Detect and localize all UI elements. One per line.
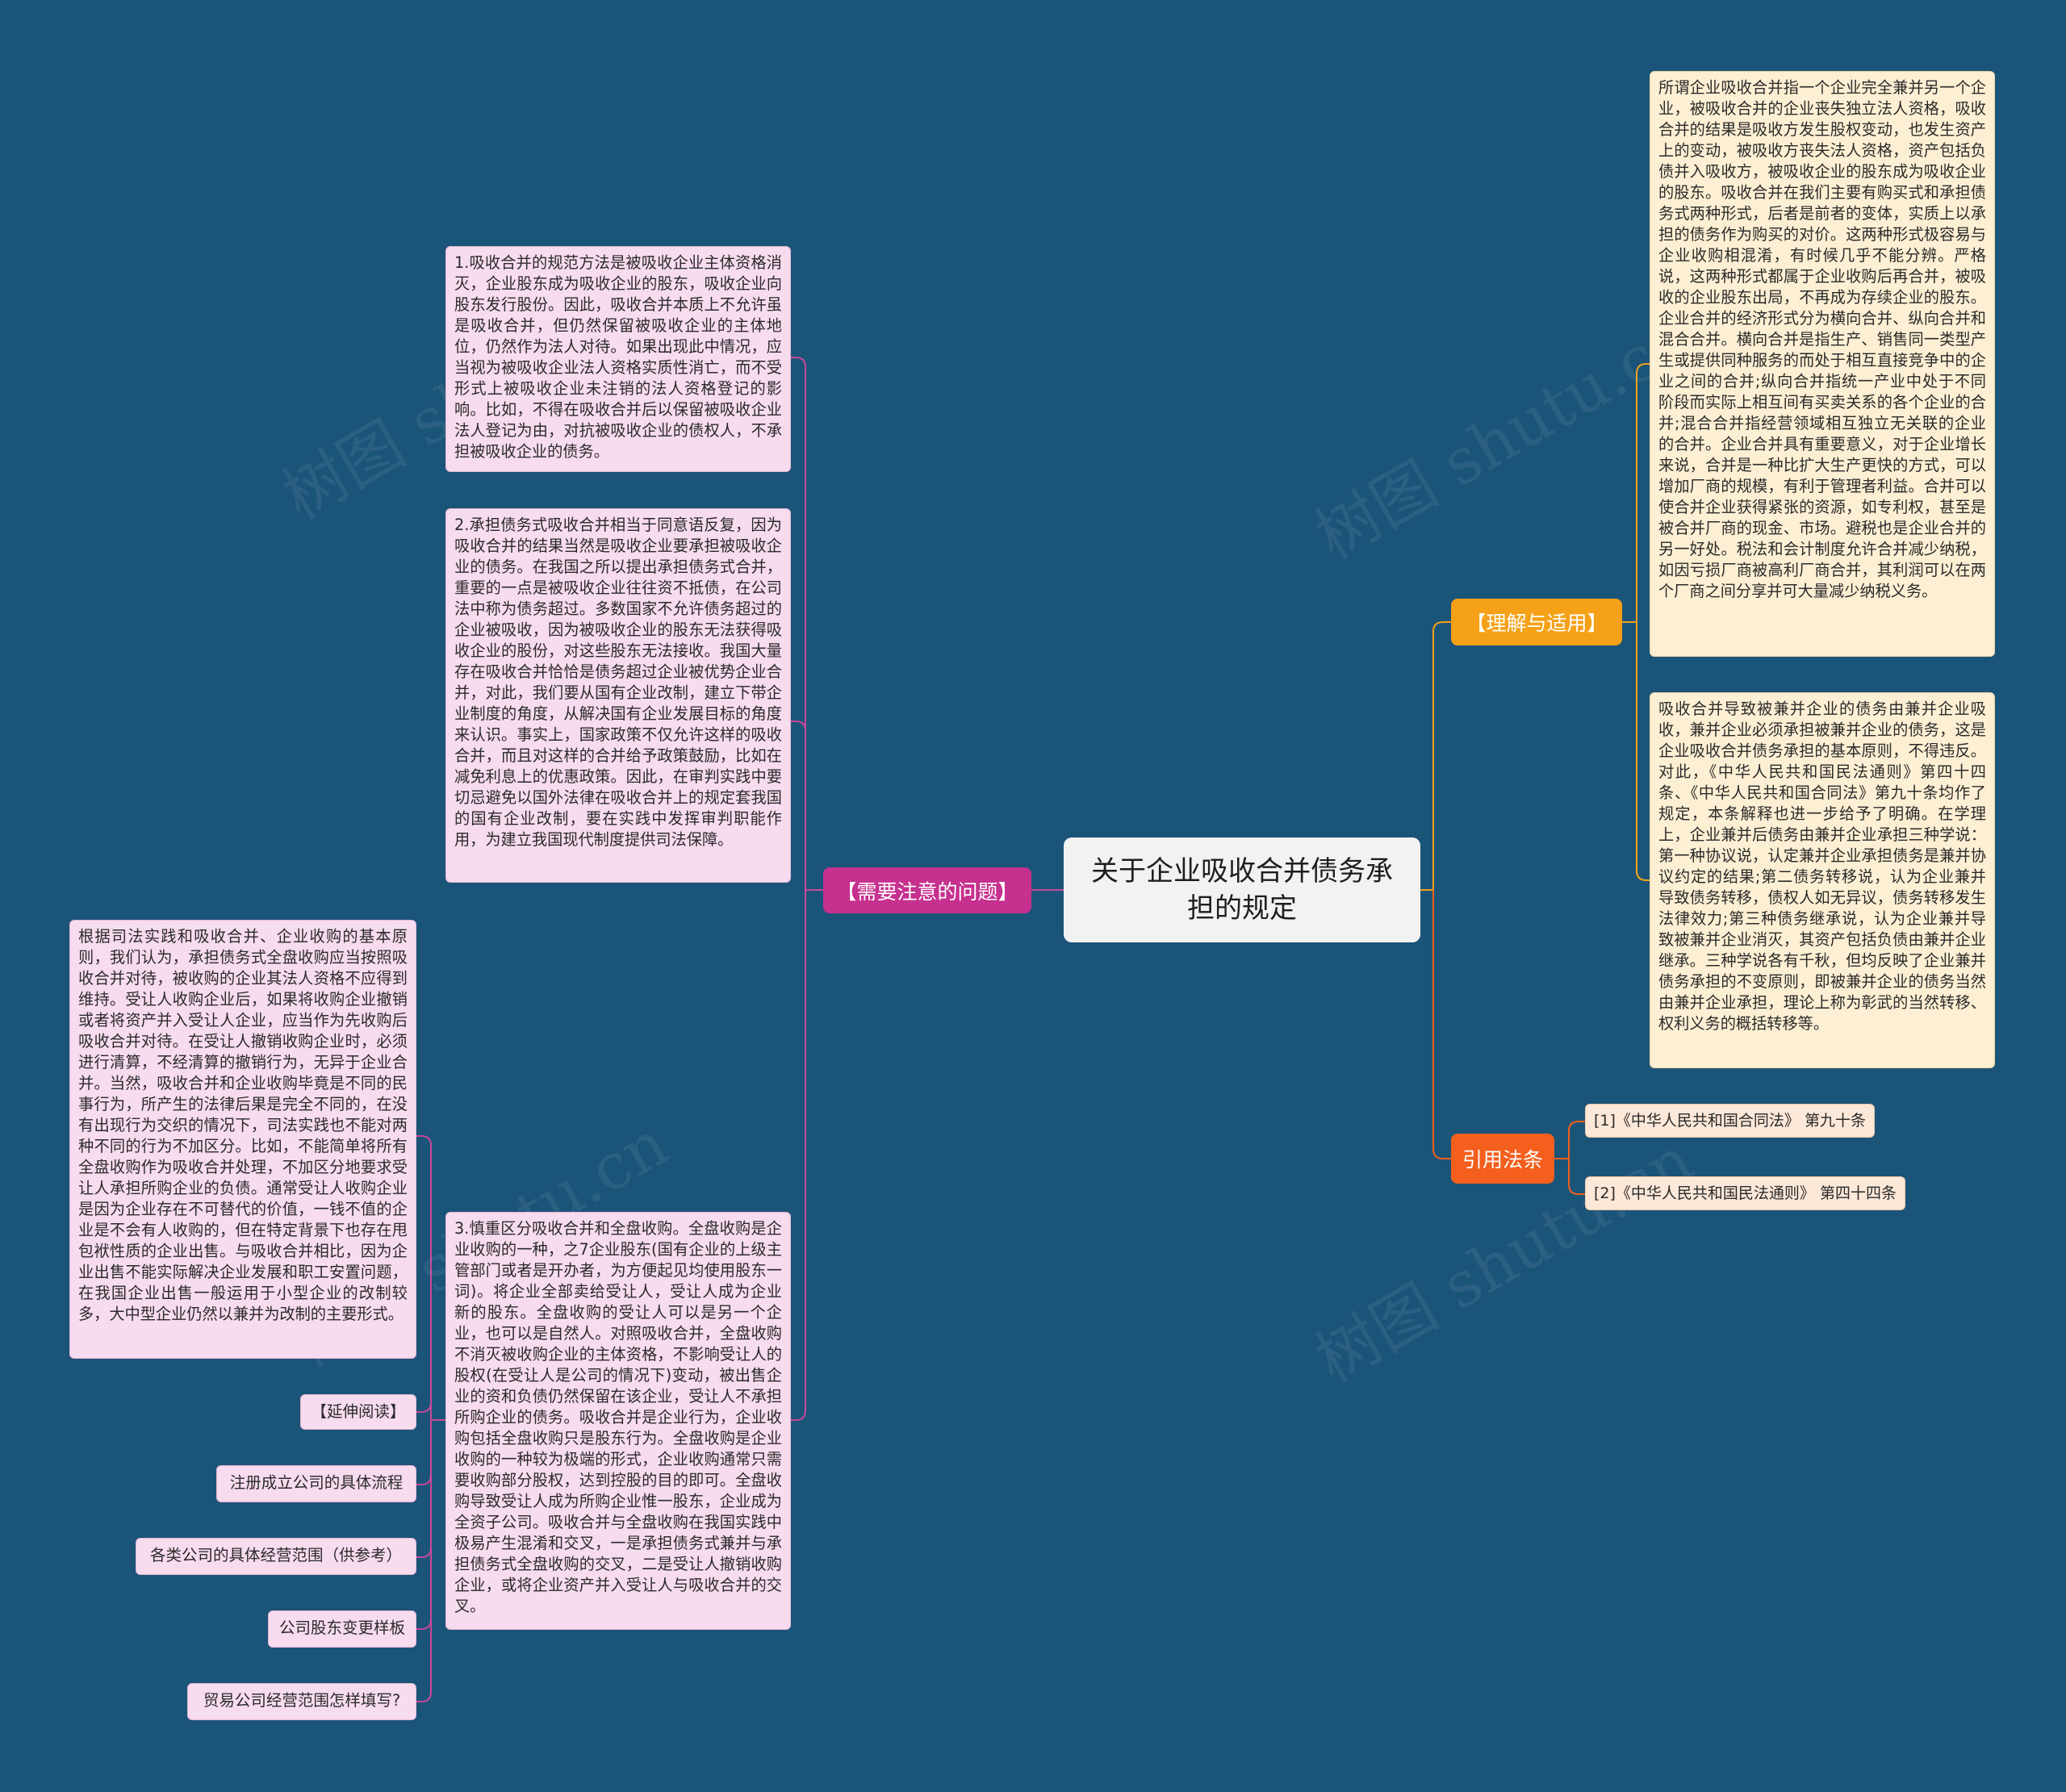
- link-ref-2: [1568, 1159, 1585, 1195]
- sub-topic-trade-company-scope[interactable]: 贸易公司经营范围怎样填写?: [187, 1683, 416, 1720]
- sub-topic-shareholder-change[interactable]: 公司股东变更样板: [268, 1610, 416, 1648]
- topic-item-1[interactable]: 1.吸收合并的规范方法是被吸收企业主体资格消灭，企业股东成为吸收企业的股东，吸收…: [445, 246, 791, 472]
- link-right-bottom: [1432, 890, 1451, 1159]
- link-left-item-2: [791, 721, 806, 890]
- sub-topic-business-scope[interactable]: 各类公司的具体经营范围（供参考）: [136, 1538, 416, 1575]
- sub-topic-registration-process[interactable]: 注册成立公司的具体流程: [216, 1465, 416, 1502]
- branch-label: 【理解与适用】: [1466, 612, 1608, 635]
- link-left-item-1: [791, 357, 806, 890]
- note-debt-assumption[interactable]: 吸收合并导致被兼并企业的债务由兼并企业吸收，兼并企业必须承担被兼并企业的债务，这…: [1650, 692, 1995, 1068]
- link-ref-1: [1568, 1121, 1585, 1159]
- branch-attention-issues[interactable]: 【需要注意的问题】: [823, 867, 1031, 913]
- link-sub-3: [416, 1420, 432, 1485]
- branch-label: 引用法条: [1462, 1148, 1543, 1172]
- link-left-item-3: [791, 890, 806, 1421]
- sub-topic-extended-reading[interactable]: 【延伸阅读】: [300, 1394, 416, 1430]
- link-note-2: [1636, 622, 1650, 881]
- law-reference-2[interactable]: [2]《中华人民共和国民法通则》 第四十四条: [1585, 1176, 1905, 1210]
- branch-understanding-application[interactable]: 【理解与适用】: [1451, 599, 1622, 645]
- sub-topic-practice[interactable]: 根据司法实践和吸收合并、企业收购的基本原则，我们认为，承担债务式全盘收购应当按照…: [69, 920, 416, 1359]
- law-reference-1[interactable]: [1]《中华人民共和国合同法》 第九十条: [1585, 1104, 1875, 1138]
- topic-item-2[interactable]: 2.承担债务式吸收合并相当于同意语反复，因为吸收合并的结果当然是吸收企业要承担被…: [445, 508, 791, 883]
- branch-label: 【需要注意的问题】: [836, 879, 1018, 904]
- link-sub-1: [416, 1135, 432, 1420]
- topic-item-3[interactable]: 3.慎重区分吸收合并和全盘收购。全盘收购是企业收购的一种，之7企业股东(国有企业…: [445, 1212, 791, 1630]
- branch-cited-laws[interactable]: 引用法条: [1451, 1134, 1554, 1184]
- root-topic[interactable]: 关于企业吸收合并债务承担的规定: [1064, 838, 1420, 942]
- link-sub-5: [416, 1420, 432, 1630]
- link-sub-4: [416, 1420, 432, 1558]
- root-title: 关于企业吸收合并债务承担的规定: [1091, 855, 1393, 925]
- link-sub-6: [416, 1420, 432, 1702]
- link-right-top: [1432, 621, 1451, 890]
- note-absorption-merger[interactable]: 所谓企业吸收合并指一个企业完全兼并另一个企业，被吸收合并的企业丧失独立法人资格，…: [1650, 71, 1995, 657]
- link-sub-2: [416, 1401, 432, 1420]
- link-note-1: [1636, 363, 1650, 622]
